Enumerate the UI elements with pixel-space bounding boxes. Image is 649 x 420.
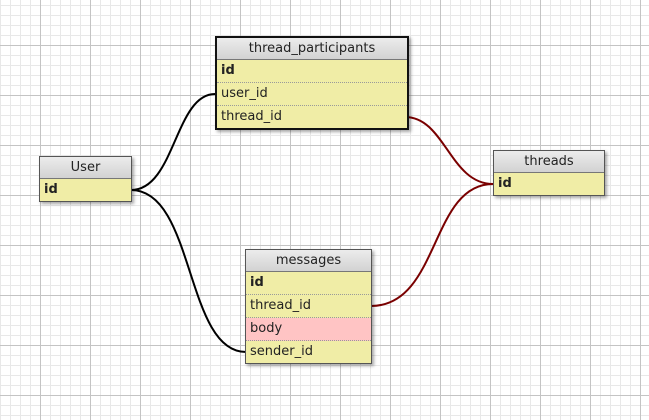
field-id[interactable]: id [44, 182, 58, 197]
table-thread-participants[interactable]: thread_participants id user_id thread_id [215, 36, 409, 130]
relation-user-to-thread-participants [130, 93, 216, 191]
field-id[interactable]: id [217, 60, 407, 83]
table-messages[interactable]: messages id thread_id body sender_id [245, 249, 372, 364]
relation-user-to-messages-sender [130, 189, 247, 353]
table-title: messages [246, 250, 371, 272]
field-id[interactable]: id [498, 176, 512, 191]
field-thread-id[interactable]: thread_id [221, 109, 282, 124]
field-thread-id[interactable]: thread_id [246, 295, 371, 318]
field-user-id[interactable]: user_id [217, 83, 407, 106]
relation-messages-to-threads [370, 183, 494, 307]
field-body[interactable]: body [246, 318, 371, 341]
table-user[interactable]: User id [39, 156, 132, 202]
table-title: thread_participants [217, 38, 407, 60]
table-title: threads [494, 151, 604, 173]
field-id[interactable]: id [246, 272, 371, 295]
table-threads[interactable]: threads id [493, 150, 605, 196]
relation-thread-participants-to-threads [404, 116, 494, 185]
table-title: User [40, 157, 131, 179]
field-sender-id[interactable]: sender_id [250, 344, 313, 359]
